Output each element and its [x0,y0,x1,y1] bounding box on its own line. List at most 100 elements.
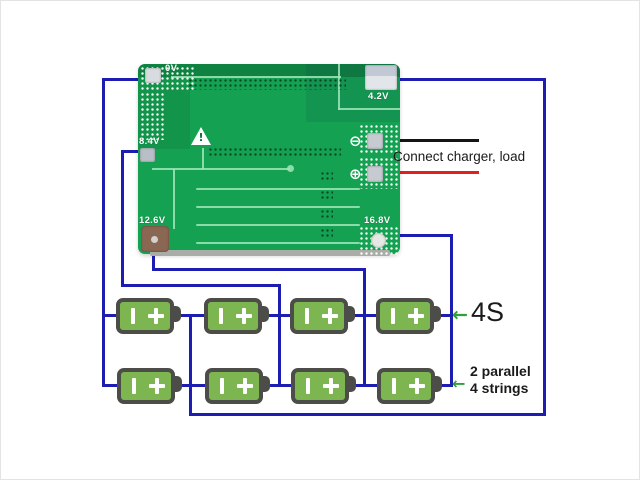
label-8v4: 8.4V [139,136,160,147]
board-bottom-edge [150,250,390,256]
trace-mid-via [287,165,294,172]
pad-12v6-hole [151,236,158,243]
trace-strip3 [196,224,360,226]
battery-cell [204,298,269,334]
wire-8v4-horizontal-top [121,150,149,153]
wire-8v4-junction-vertical [278,284,281,387]
trace-mid-horizontal [152,168,290,170]
via-row-middle [208,147,341,158]
battery-plus-terminal-icon [408,308,424,324]
battery-minus-terminal-icon [305,308,309,324]
wire-4v2-horizontal-top [394,78,546,81]
via-cluster2 [320,190,333,199]
wire-16v8-horizontal [398,234,453,237]
wire-row1-link1 [177,314,207,317]
charge-minus-symbol: ⊖ [349,132,362,150]
trace-strip2 [196,206,360,208]
battery-minus-terminal-icon [391,308,395,324]
wire-8v4-horizontal-bottom [121,284,281,287]
warning-triangle-icon: ! [191,127,211,145]
battery-cell [117,368,182,404]
wire-row2-link2 [265,384,293,387]
parallel-label-line2: 4 strings [470,380,529,396]
series-arrow-icon: ← [452,304,468,326]
wire-4v2-vertical-right [543,78,546,416]
wire-4v2-junction-vertical [189,314,192,416]
label-4v2: 4.2V [368,91,389,102]
wire-row1-link2 [264,314,292,317]
wire-4v2-bottom-bus [189,413,546,416]
label-12v6: 12.6V [139,215,166,226]
wire-charger-positive [381,171,479,174]
battery-positive-nub [261,376,270,392]
battery-plus-terminal-icon [149,378,165,394]
bms-pcb-board: ⊖ ⊕ ! 0V 4.2V 8.4V 12.6V 16.8V [138,63,400,256]
wire-8v4-vertical-left [121,150,124,287]
battery-plus-terminal-icon [237,378,253,394]
battery-minus-terminal-icon [131,308,135,324]
trace-topright-horizontal [338,108,400,110]
battery-minus-terminal-icon [219,308,223,324]
trace-strip1 [196,188,360,190]
battery-cell [377,368,442,404]
battery-minus-terminal-icon [392,378,396,394]
wire-row2-link1 [178,384,208,387]
battery-minus-terminal-icon [132,378,136,394]
warning-exclamation: ! [198,131,204,144]
pad-4v2-component [365,65,397,90]
pad-8v4 [140,148,155,162]
via-cluster4 [320,228,333,237]
charge-plus-symbol: ⊕ [349,165,362,183]
battery-plus-terminal-icon [323,378,339,394]
via-cluster1 [320,171,333,180]
trace-mid-vertical [173,169,175,229]
wire-row1-link3 [351,314,379,317]
label-0v: 0V [165,63,178,74]
label-16v8: 16.8V [364,215,391,226]
parallel-arrow-icon: ← [452,374,466,393]
wire-16v8-vertical [450,234,453,387]
battery-positive-nub [260,306,269,322]
battery-positive-nub [432,306,441,322]
battery-plus-terminal-icon [236,308,252,324]
wire-12v6-pad-drop [152,241,155,271]
parallel-label-line1: 2 parallel [470,363,531,379]
battery-plus-terminal-icon [322,308,338,324]
pad-charge-plus [367,166,383,182]
battery-positive-nub [173,376,182,392]
battery-positive-nub [433,376,442,392]
via-cluster3 [320,209,333,218]
battery-cell [205,368,270,404]
wire-row2-link3 [352,384,380,387]
battery-positive-nub [172,306,181,322]
via-row-upper [188,78,346,90]
via-grid-left [140,92,166,140]
series-label: 4S [471,297,505,327]
trace-topleft-horizontal [171,76,341,78]
pad-16v8-hole [371,233,386,248]
battery-minus-terminal-icon [220,378,224,394]
wire-row1-link4 [437,314,453,317]
wire-0v-horizontal [102,78,152,81]
battery-positive-nub [347,376,356,392]
battery-cell [376,298,441,334]
trace-strip4 [196,242,360,244]
wire-0v-row2-branch [102,384,119,387]
wire-12v6-junction-vertical [363,268,366,387]
battery-positive-nub [346,306,355,322]
wire-charger-negative [381,139,479,142]
battery-cell [291,368,356,404]
battery-cell [290,298,355,334]
pad-charge-minus [367,133,383,149]
wire-0v-row1-branch [102,314,118,317]
wire-0v-vertical [102,78,105,387]
battery-plus-terminal-icon [409,378,425,394]
battery-minus-terminal-icon [306,378,310,394]
battery-cell [116,298,181,334]
pad-0v-component [145,68,161,83]
battery-plus-terminal-icon [148,308,164,324]
charger-load-label: Connect charger, load [393,149,526,164]
wire-12v6-horizontal [152,268,366,271]
wire-row2-link4 [438,384,453,387]
